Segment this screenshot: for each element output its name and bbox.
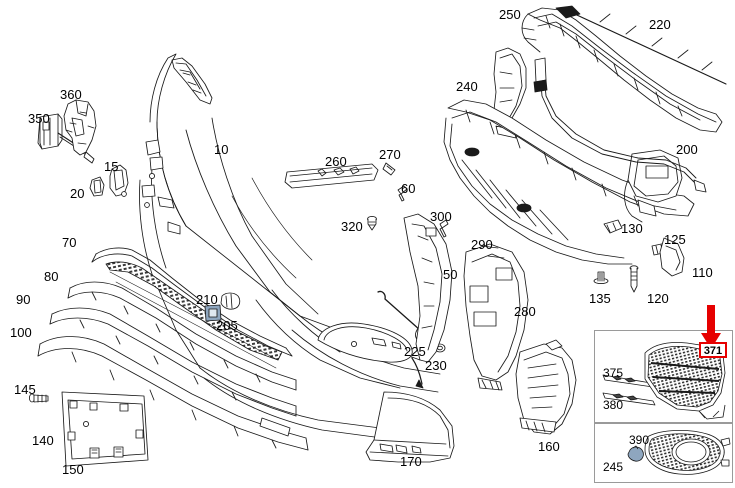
callout-150: 150 xyxy=(62,462,84,477)
part-10-shape xyxy=(139,53,441,439)
callout-300: 300 xyxy=(430,209,452,224)
callout-70: 70 xyxy=(62,235,77,250)
callout-260: 260 xyxy=(325,154,347,169)
callout-220: 220 xyxy=(649,17,671,32)
part-320-shape xyxy=(367,215,377,231)
callout-210: 210 xyxy=(196,292,218,307)
part-100-shape xyxy=(37,336,309,451)
callout-140: 140 xyxy=(32,433,54,448)
callout-245: 245 xyxy=(603,460,624,474)
callout-375: 375 xyxy=(603,366,624,380)
part-205-shape xyxy=(204,304,222,322)
part-245-shape xyxy=(627,445,644,462)
callout-130: 130 xyxy=(621,221,643,236)
callout-110: 110 xyxy=(692,265,713,280)
callout-290: 290 xyxy=(471,237,493,252)
callout-200: 200 xyxy=(676,142,698,157)
part-90-shape xyxy=(49,307,297,417)
callout-170: 170 xyxy=(400,454,422,469)
callout-20: 20 xyxy=(70,186,85,201)
callout-230: 230 xyxy=(425,358,447,373)
part-135-shape xyxy=(593,271,609,285)
part-145-shape xyxy=(28,393,49,403)
part-250-shape xyxy=(521,5,723,133)
part-260-shape xyxy=(284,163,379,189)
part-60-shape xyxy=(397,185,408,202)
part-170-shape xyxy=(365,357,455,463)
callout-350: 350 xyxy=(28,111,50,126)
callout-225: 225 xyxy=(404,344,426,359)
highlighted-part-number[interactable]: 371 xyxy=(699,342,727,358)
callout-280: 280 xyxy=(514,304,536,319)
fog-lamp-trim-drawing xyxy=(627,430,731,475)
part-210-shape xyxy=(220,292,241,310)
part-80-shape xyxy=(67,281,297,391)
grille-detail-panel: 375 380 xyxy=(594,330,733,423)
part-140-shape xyxy=(61,391,149,467)
part-300-shape xyxy=(439,219,449,238)
part-390-shape xyxy=(644,430,731,475)
part-160-shape xyxy=(515,339,577,435)
callout-135: 135 xyxy=(589,291,611,306)
fog-lamp-trim-detail-panel: 390 245 xyxy=(594,423,733,483)
part-220-leader xyxy=(565,9,727,85)
callout-120: 120 xyxy=(647,291,669,306)
part-20-shape xyxy=(89,176,105,197)
callout-320: 320 xyxy=(341,219,363,234)
callout-160: 160 xyxy=(538,439,560,454)
part-270-shape xyxy=(382,162,396,176)
callout-250: 250 xyxy=(499,7,521,22)
callout-240: 240 xyxy=(456,79,478,94)
callout-50: 50 xyxy=(443,267,458,282)
callout-10: 10 xyxy=(214,142,229,157)
callout-270: 270 xyxy=(379,147,401,162)
callout-145: 145 xyxy=(14,382,36,397)
part-200-shape xyxy=(443,57,707,265)
part-130-shape xyxy=(603,219,623,234)
part-150-shape xyxy=(89,446,124,459)
callout-80: 80 xyxy=(44,269,59,284)
part-380-shape xyxy=(602,392,656,406)
callout-90: 90 xyxy=(16,292,31,307)
part-290-shape xyxy=(403,213,453,363)
part-120-shape xyxy=(629,265,639,293)
callout-15: 15 xyxy=(104,159,119,174)
part-240-shape xyxy=(493,47,527,139)
red-down-arrow xyxy=(701,305,721,349)
callout-125: 125 xyxy=(664,232,686,247)
callout-60: 60 xyxy=(401,181,416,196)
part-15-shape xyxy=(109,164,129,197)
callout-390: 390 xyxy=(629,433,650,447)
part-280-shape xyxy=(463,243,529,391)
part-110-shape xyxy=(659,237,685,277)
part-360-shape xyxy=(63,99,97,156)
part-371-shape xyxy=(644,342,726,420)
grille-detail-drawing xyxy=(602,342,726,420)
callout-100: 100 xyxy=(10,325,32,340)
callout-380: 380 xyxy=(603,398,624,412)
callout-360: 360 xyxy=(60,87,82,102)
callout-205: 205 xyxy=(216,318,238,333)
